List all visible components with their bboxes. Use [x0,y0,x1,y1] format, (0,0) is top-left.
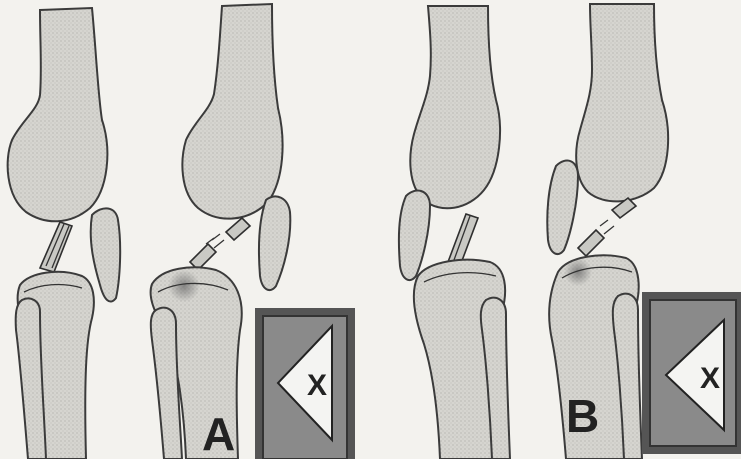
direction-badge-a: X [255,308,355,459]
bone-bruise [564,258,592,286]
femur [182,4,282,219]
badge-letter-b: X [700,362,720,395]
torn-ligament [578,198,636,256]
patella [547,161,578,255]
panel-b: B X [399,4,741,459]
torn-ligament [190,218,250,270]
panel-a: A X [8,4,355,459]
badge-letter-a: X [307,369,327,402]
panel-label-b: B [566,390,599,442]
femur [576,4,668,201]
cruciate-ligament [448,214,478,266]
knee-normal-b [399,6,510,459]
direction-badge-b: X [642,292,741,454]
patella [399,191,430,281]
femur [8,8,108,221]
femur [410,6,500,208]
panel-label-a: A [202,408,235,459]
patella [91,208,120,301]
knee-normal-a [8,8,121,459]
cruciate-ligament [40,222,72,272]
patella [259,196,290,290]
